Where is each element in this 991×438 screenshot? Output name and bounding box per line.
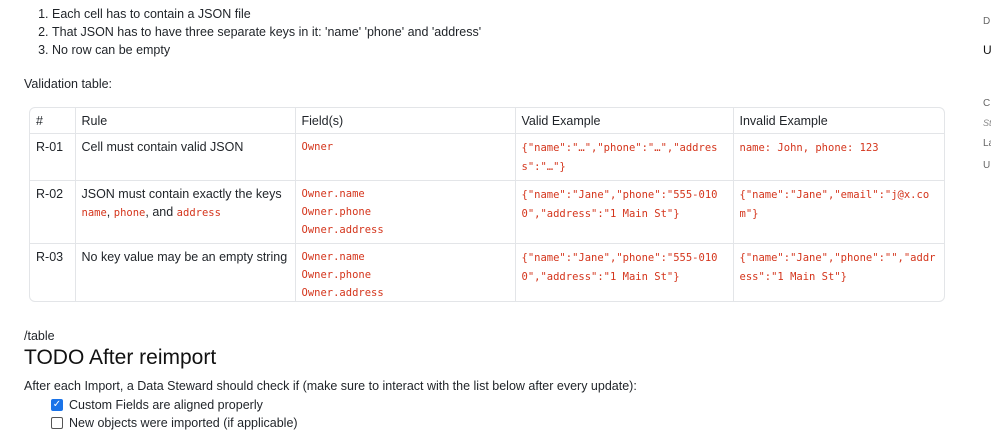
rule-text: JSON must contain exactly the keys name,… bbox=[74, 180, 295, 244]
rule-id: R-03 bbox=[36, 250, 64, 264]
rules-list-item: No row can be empty bbox=[52, 41, 481, 59]
rules-list-item: That JSON has to have three separate key… bbox=[52, 23, 481, 41]
column-header-invalid-example: Invalid Example bbox=[732, 108, 944, 134]
invalid-example: name: John, phone: 123 bbox=[732, 133, 944, 181]
field-code: Owner.name bbox=[301, 251, 365, 263]
valid-example: {"name":"Jane","phone":"555-0100","addre… bbox=[514, 243, 733, 301]
field-code: Owner bbox=[301, 141, 334, 153]
field-code: Owner.address bbox=[301, 224, 384, 236]
rule-separator: , and bbox=[145, 205, 174, 219]
field-code: Owner.name bbox=[301, 188, 365, 200]
todo-checklist: ✓ Custom Fields are aligned properly New… bbox=[51, 396, 298, 432]
column-header-fields: Field(s) bbox=[294, 108, 515, 134]
checklist-item[interactable]: ✓ Custom Fields are aligned properly bbox=[51, 396, 298, 414]
column-header-id: # bbox=[30, 108, 75, 134]
valid-example: {"name":"…","phone":"…","address":"…"} bbox=[514, 133, 733, 181]
todo-heading: TODO After reimport bbox=[24, 346, 217, 369]
rule-fields: Owner bbox=[294, 133, 515, 181]
rule-key-code: address bbox=[176, 207, 221, 219]
todo-intro: After each Import, a Data Steward should… bbox=[24, 379, 637, 393]
checklist-item-label: New objects were imported (if applicable… bbox=[69, 416, 298, 430]
rule-text: No key value may be an empty string bbox=[74, 243, 295, 301]
rule-fields: Owner.name Owner.phone Owner.address bbox=[294, 243, 515, 301]
sidebar-letter: C bbox=[983, 98, 991, 109]
document-body: Each cell has to contain a JSON file Tha… bbox=[0, 0, 960, 438]
slash-table-text: /table bbox=[24, 329, 55, 343]
checklist-item[interactable]: New objects were imported (if applicable… bbox=[51, 414, 298, 432]
rule-text-prefix: JSON must contain exactly the keys bbox=[81, 187, 282, 201]
valid-example-code: {"name":"Jane","phone":"555-0100","addre… bbox=[521, 252, 718, 283]
table-header-row: # Rule Field(s) Valid Example Invalid Ex… bbox=[30, 108, 944, 134]
valid-example-code: {"name":"…","phone":"…","address":"…"} bbox=[521, 142, 718, 173]
sidebar-letter: U bbox=[983, 43, 991, 57]
invalid-example-code: {"name":"Jane","email":"j@x.com"} bbox=[739, 189, 930, 220]
table-row: R-03 No key value may be an empty string… bbox=[30, 243, 944, 301]
invalid-example: {"name":"Jane","phone":"","address":"1 M… bbox=[732, 243, 944, 301]
table-row: R-02 JSON must contain exactly the keys … bbox=[30, 180, 944, 244]
validation-table: # Rule Field(s) Valid Example Invalid Ex… bbox=[29, 107, 945, 302]
valid-example: {"name":"Jane","phone":"555-0100","addre… bbox=[514, 180, 733, 244]
rule-id: R-01 bbox=[30, 133, 75, 181]
column-header-rule: Rule bbox=[74, 108, 295, 134]
invalid-example-code: name: John, phone: 123 bbox=[739, 142, 879, 154]
field-code: Owner.phone bbox=[301, 206, 372, 218]
rules-list: Each cell has to contain a JSON file Tha… bbox=[34, 5, 481, 59]
checkbox-unchecked-icon[interactable] bbox=[51, 417, 63, 429]
checkbox-checked-icon[interactable]: ✓ bbox=[51, 399, 63, 411]
field-code: Owner.phone bbox=[301, 269, 372, 281]
valid-example-code: {"name":"Jane","phone":"555-0100","addre… bbox=[521, 189, 718, 220]
sidebar-letter: La bbox=[983, 138, 991, 149]
sidebar-letter: D bbox=[983, 16, 991, 27]
rule-text: Cell must contain valid JSON bbox=[74, 133, 295, 181]
validation-table-label: Validation table: bbox=[24, 77, 113, 91]
sidebar-letter: U bbox=[983, 160, 991, 171]
checklist-item-label: Custom Fields are aligned properly bbox=[69, 398, 263, 412]
right-sidebar: D U C St La U bbox=[975, 0, 991, 438]
rule-fields: Owner.name Owner.phone Owner.address bbox=[294, 180, 515, 244]
column-header-valid-example: Valid Example bbox=[514, 108, 733, 134]
invalid-example: {"name":"Jane","email":"j@x.com"} bbox=[732, 180, 944, 244]
rule-id: R-02 bbox=[30, 180, 75, 244]
field-code: Owner.address bbox=[301, 287, 384, 299]
invalid-example-code: {"name":"Jane","phone":"","address":"1 M… bbox=[739, 252, 936, 283]
rules-list-item: Each cell has to contain a JSON file bbox=[52, 5, 481, 23]
rule-key-code: phone bbox=[113, 207, 146, 219]
sidebar-letter: St bbox=[983, 118, 991, 128]
rule-key-code: name bbox=[81, 207, 107, 219]
rule-separator: , bbox=[106, 205, 111, 219]
table-row: R-01 Cell must contain valid JSON Owner … bbox=[30, 133, 944, 181]
